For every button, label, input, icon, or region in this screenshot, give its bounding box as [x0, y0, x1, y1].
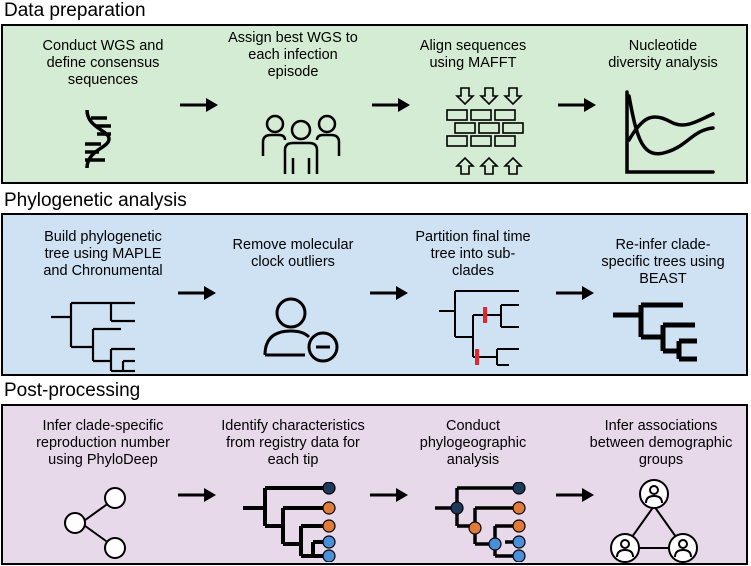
step-label-reproduction-number: Infer clade-specific reproduction number…	[36, 418, 170, 468]
arrow-right-icon	[178, 286, 216, 300]
colored-tips-tree-icon	[243, 482, 336, 562]
arrow-right-icon	[370, 286, 408, 300]
section-title-post-processing: Post-processing	[4, 380, 141, 401]
step-label-conduct-wgs: Conduct WGS and define consensus sequenc…	[42, 38, 164, 88]
people-group-icon	[261, 114, 341, 174]
colored-nodes-tree-icon	[435, 482, 526, 562]
section-title-phylogenetic-analysis: Phylogenetic analysis	[4, 190, 187, 211]
arrow-right-icon	[372, 98, 410, 112]
dna-icon	[85, 109, 111, 169]
demographic-network-icon	[610, 479, 698, 563]
arrow-right-icon	[558, 98, 596, 112]
bold-tree-icon	[613, 302, 697, 362]
step-label-build-tree: Build phylogenetic tree using MAPLE and …	[43, 229, 163, 279]
step-label-nucleotide-diversity: Nucleotide diversity analysis	[608, 38, 718, 71]
step-label-demographic-associations: Infer associations between demographic g…	[589, 418, 733, 468]
step-label-phylogeographic: Conduct phylogeographic analysis	[419, 418, 527, 468]
arrow-right-icon	[180, 98, 218, 112]
panel-post-processing: Infer clade-specific reproduction number…	[1, 404, 748, 565]
step-label-assign-best-wgs: Assign best WGS to each infection episod…	[228, 30, 358, 80]
step-label-reinfer-trees: Re-infer clade- specific trees using BEA…	[601, 237, 725, 287]
remove-user-icon	[263, 297, 339, 363]
partitioned-tree-icon	[439, 290, 519, 366]
step-label-align-sequences: Align sequences using MAFFT	[419, 38, 527, 71]
share-nodes-icon	[64, 487, 126, 559]
section-title-data-preparation: Data preparation	[4, 0, 146, 21]
arrow-right-icon	[178, 488, 216, 502]
alignment-bricks-icon	[446, 87, 524, 175]
arrow-right-icon	[556, 286, 594, 300]
step-label-identify-characteristics: Identify characteristics from registry d…	[221, 418, 365, 468]
arrow-right-icon	[556, 488, 594, 502]
phylogenetic-tree-icon	[51, 301, 135, 373]
line-chart-icon	[625, 90, 715, 174]
step-label-remove-outliers: Remove molecular clock outliers	[232, 237, 354, 270]
panel-data-preparation: Conduct WGS and define consensus sequenc…	[1, 24, 748, 184]
arrow-right-icon	[370, 488, 408, 502]
step-label-partition-tree: Partition final time tree into sub- clad…	[415, 229, 531, 279]
